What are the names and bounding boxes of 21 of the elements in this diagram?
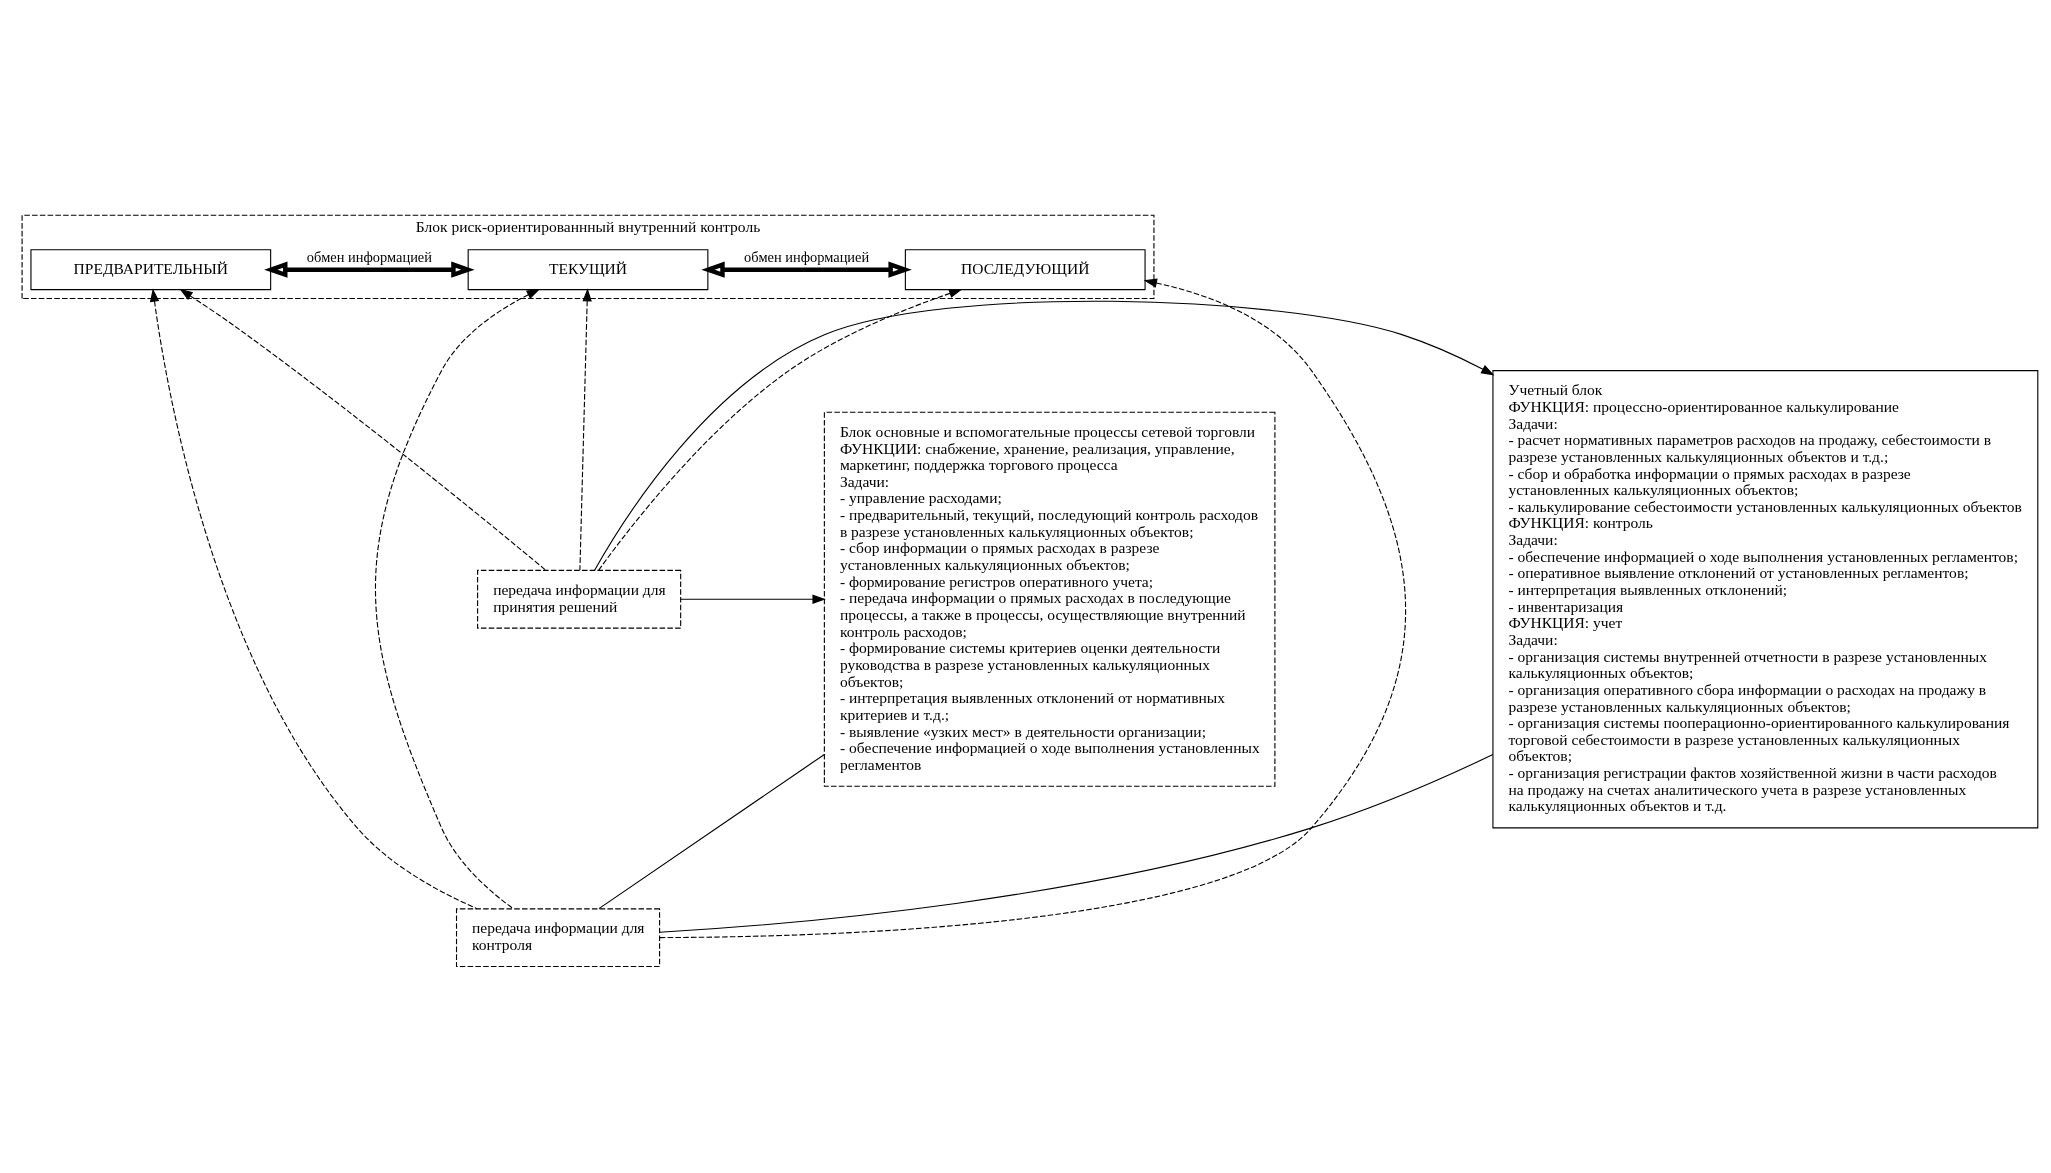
arrow: [701, 261, 912, 278]
arrow: [375, 289, 541, 910]
arrow: [659, 278, 1407, 939]
edge-label: обмен информацией: [744, 249, 870, 266]
edge-label: обмен информацией: [306, 249, 432, 266]
arrow: [149, 288, 478, 910]
arrow: [594, 300, 1495, 571]
arrow: [264, 261, 475, 278]
arrow: [598, 289, 963, 571]
node-box: ПРЕДВАРИТЕЛЬНЫЙ: [30, 249, 272, 291]
arrow: [179, 288, 547, 571]
node-box: ПОСЛЕДУЮЩИЙ: [904, 249, 1146, 291]
node-box: передача информации для принятия решений: [477, 569, 682, 629]
connector: [598, 753, 825, 910]
node-box: Учетный блок ФУНКЦИЯ: процессно-ориентированное калькулирование Задачи: - расчет нормативных параметров расходов на продажу, себестоимости в разрезе установленных калькуляционных объектов и т.д.; - сбор и обработка информации о прямых расходах в разрезе установленных калькуляционных объектов; - калькулирование себестоимости установленных калькуляционных объектов ФУНКЦИЯ: контроль Задачи: - обеспечение информацией о ходе выполнения установленных регламентов; - оперативное выявление отклонений от установленных регламентов; - интерпретация выявленных отклонений; - инвентаризация ФУНКЦИЯ: учет Задачи: - организация системы внутренней отчетности в разрезе установленных калькуляционных объектов; - организация оперативного сбора информации о расходах на продажу в разрезе установленных калькуляционных объектов; - организация системы пооперационно-ориентированного калькулирования торговой себестоимости в разрезе установленных калькуляционных объектов; - организация регистрации фактов хозяйственной жизни в части расходов на продажу на счетах аналитического учета в разрезе установленных калькуляционных объектов и т.д.: [1492, 370, 2039, 829]
connector: [659, 754, 1494, 933]
node-box: передача информации для контроля: [455, 908, 661, 968]
node-box: Блок основные и вспомогательные процессы сетевой торговли ФУНКЦИИ: снабжение, хранение, реализация, управление, маркетинг, поддержка торгового процесса Задачи: - управление расходами; - предварительный, текущий, последующий контроль расходов в разрезе установленных калькуляционных объектов; - сбор информации о прямых расходах в разрезе установленных калькуляционных объектов; - формирование регистров оперативного учета; - передача информации о прямых расходах в последующие процессы, а также в процессы, осуществляющие внутренний контроль расходов; - формирование системы критериев оценки деятельности руководства в разрезе установленных калькуляционных объектов; - интерпретация выявленных отклонений от нормативных критериев и т.д.; - выявление «узких мест» в деятельности организации; - обеспечение информацией о ходе выполнения установленных регламентов: [823, 411, 1276, 787]
arrow: [680, 594, 826, 604]
arrow: [579, 288, 592, 571]
node-box: ТЕКУЩИЙ: [467, 249, 709, 291]
